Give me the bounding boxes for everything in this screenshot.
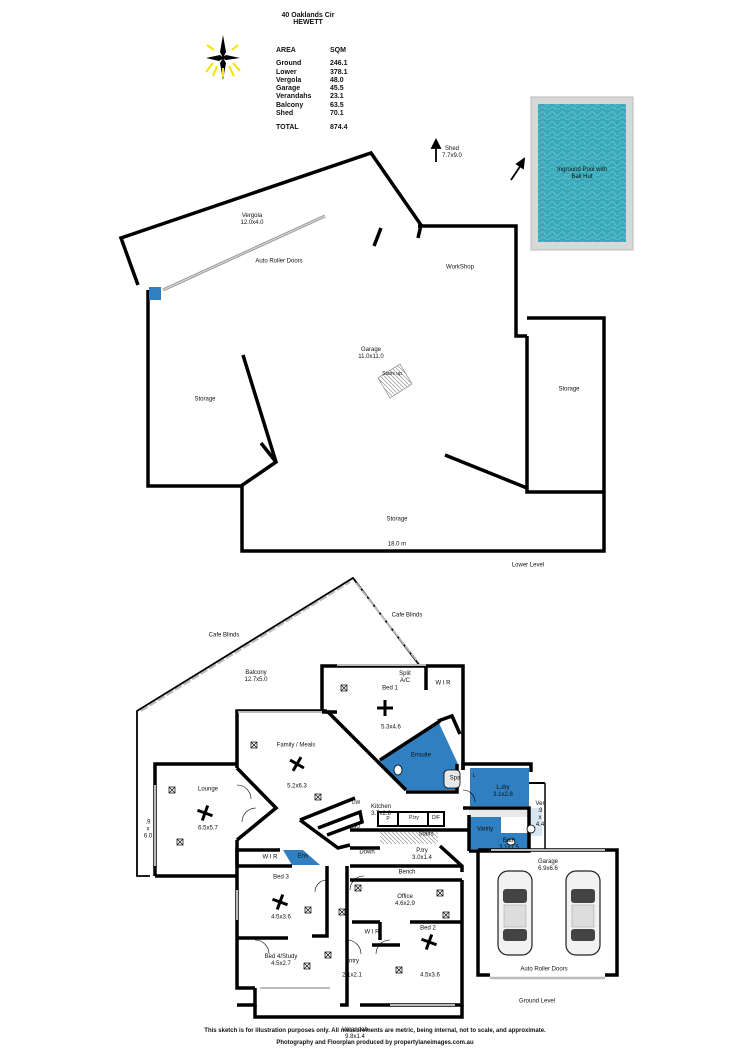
laundry-l-label: L (472, 773, 476, 780)
cafe-blinds-left-label: Cafe Blinds (208, 632, 240, 639)
cafe-blinds-lines (140, 581, 419, 712)
light-icons (168, 684, 450, 974)
wir-bed1-label: W I R (435, 680, 451, 687)
pantry-p-label: P (386, 816, 390, 823)
bed1-name: Bed 1 (382, 685, 398, 692)
area-table-header: AREA SQM (276, 47, 352, 55)
lounge-dim: 6.5x5.7 (198, 825, 218, 832)
bed2-dim: 4.5x3.6 (420, 972, 440, 979)
bed3-dim: 4.5x3.6 (271, 914, 291, 921)
lower-roller-doors-label: Auto Roller Doors (255, 258, 303, 265)
car-icons (497, 870, 601, 956)
down-label: Down (359, 849, 375, 856)
workshop-label: WorkShop (446, 264, 474, 271)
stairs-hatch (380, 832, 438, 844)
cafe-blinds-right-label: Cafe Blinds (391, 612, 423, 619)
bed2-name: Bed 2 (420, 925, 436, 932)
family-dim: 5.2x6.3 (287, 783, 307, 790)
footer-disclaimer: This sketch is for illustration purposes… (204, 1028, 546, 1034)
ens-small-label: Ens (297, 853, 309, 860)
family-name: Family / Meals (276, 742, 316, 749)
lower-level-walls (118, 150, 606, 553)
bathroom-fixtures (393, 764, 536, 846)
stairs-label: Stairs (418, 831, 434, 838)
ground-level-walls (153, 664, 619, 1019)
ground-level-label: Ground Level (518, 998, 556, 1005)
bed1-dim: 5.3x4.6 (381, 724, 401, 731)
pool (530, 96, 634, 251)
sqm-col-header: SQM (330, 47, 346, 54)
address-street: 40 Oaklands Cir (281, 12, 335, 19)
bed3-name: Bed 3 (273, 874, 289, 881)
storage-right-label: Storage (558, 386, 580, 393)
pool-arrow-icon (510, 157, 526, 181)
entry-dim: 2.1x2.1 (342, 972, 362, 979)
wir-bed3-label: W I R (262, 854, 278, 861)
bench-label: Bench (398, 869, 416, 876)
storage-left-label: Storage (194, 396, 216, 403)
entry-name: Entry (344, 958, 360, 965)
dishwasher-label: DW (351, 800, 361, 807)
shed-arrow-icon (430, 137, 442, 162)
lounge-name: Lounge (197, 786, 219, 793)
spa-label: Spa (449, 775, 461, 782)
df-label: D/F (431, 815, 441, 822)
lower-width-label: 18.0 m (387, 541, 407, 548)
ensuite-label: Ensuite (410, 752, 432, 759)
lower-level-label: Lower Level (511, 562, 545, 569)
stairs-up-symbol (377, 363, 413, 399)
stairs-up-label: Stairs up (382, 371, 402, 378)
vanity-label: Vanity (476, 826, 494, 833)
ground-roller-doors-label: Auto Roller Doors (520, 966, 568, 973)
footer-credit: Photography and Floorplan produced by pr… (276, 1040, 474, 1046)
fan-icons (196, 700, 438, 951)
wir-bed2-label: W I R (364, 929, 380, 936)
address-suburb: HEWETT (293, 19, 323, 26)
area-col-header: AREA (276, 47, 296, 54)
address-header: 40 Oaklands Cir HEWETT (260, 12, 356, 26)
door-swings (236, 784, 476, 955)
pantry-small-label: P.try (409, 815, 419, 822)
wall-oven-label: WO (351, 824, 361, 831)
lower-wc-area (149, 287, 161, 300)
storage-bottom-label: Storage (386, 516, 408, 523)
windows (154, 664, 605, 1006)
compass-icon (205, 35, 241, 80)
